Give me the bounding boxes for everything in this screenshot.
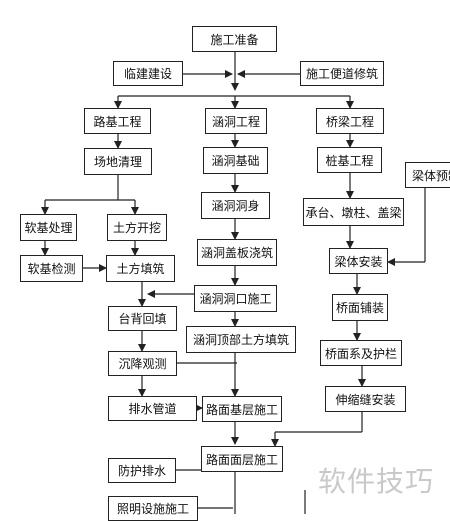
node-deck-paving: 桥面铺装 <box>332 294 388 321</box>
node-settlement-observation: 沉降观测 <box>108 351 177 376</box>
node-construction-prep: 施工准备 <box>192 26 277 52</box>
node-access-road: 施工便道修筑 <box>300 61 384 86</box>
node-culvert-slab-pouring: 涵洞盖板浇筑 <box>197 239 277 266</box>
node-soft-foundation-treatment: 软基处理 <box>20 214 77 241</box>
node-soft-foundation-test: 软基检测 <box>20 255 83 282</box>
node-roadbed-works: 路基工程 <box>84 108 151 134</box>
node-expansion-joint: 伸缩缝安装 <box>325 386 406 412</box>
node-culvert-works: 涵洞工程 <box>205 108 267 134</box>
node-earth-filling: 土方填筑 <box>106 255 175 282</box>
node-earth-excavation: 土方开挖 <box>107 214 167 241</box>
node-culvert-foundation: 涵洞基础 <box>203 147 268 174</box>
node-base-course: 路面基层施工 <box>202 396 282 422</box>
node-pile-foundation: 桩基工程 <box>317 147 382 173</box>
node-bridge-works: 桥梁工程 <box>316 108 384 134</box>
node-protection-drainage: 防护排水 <box>108 458 176 483</box>
node-surface-course: 路面面层施工 <box>201 446 283 472</box>
node-drainage-pipe: 排水管道 <box>108 396 197 421</box>
node-lighting-installation: 照明设施施工 <box>108 496 198 521</box>
node-culvert-body: 涵洞洞身 <box>201 192 270 219</box>
node-beam-prefab: 梁体预制 <box>405 162 450 188</box>
node-deck-railing: 桥面系及护栏 <box>320 340 402 366</box>
node-culvert-top-fill: 涵洞顶部土方填筑 <box>186 326 296 353</box>
node-beam-installation: 梁体安装 <box>329 248 388 274</box>
node-site-clearing: 场地清理 <box>84 148 152 175</box>
node-temp-building: 临建建设 <box>113 61 183 86</box>
node-abutment-backfill: 台背回填 <box>108 306 177 331</box>
node-culvert-mouth: 涵洞洞口施工 <box>194 285 277 312</box>
watermark-text: 软件技巧 <box>318 465 435 498</box>
node-cap-pier-beam: 承台、墩柱、盖梁 <box>303 198 404 226</box>
